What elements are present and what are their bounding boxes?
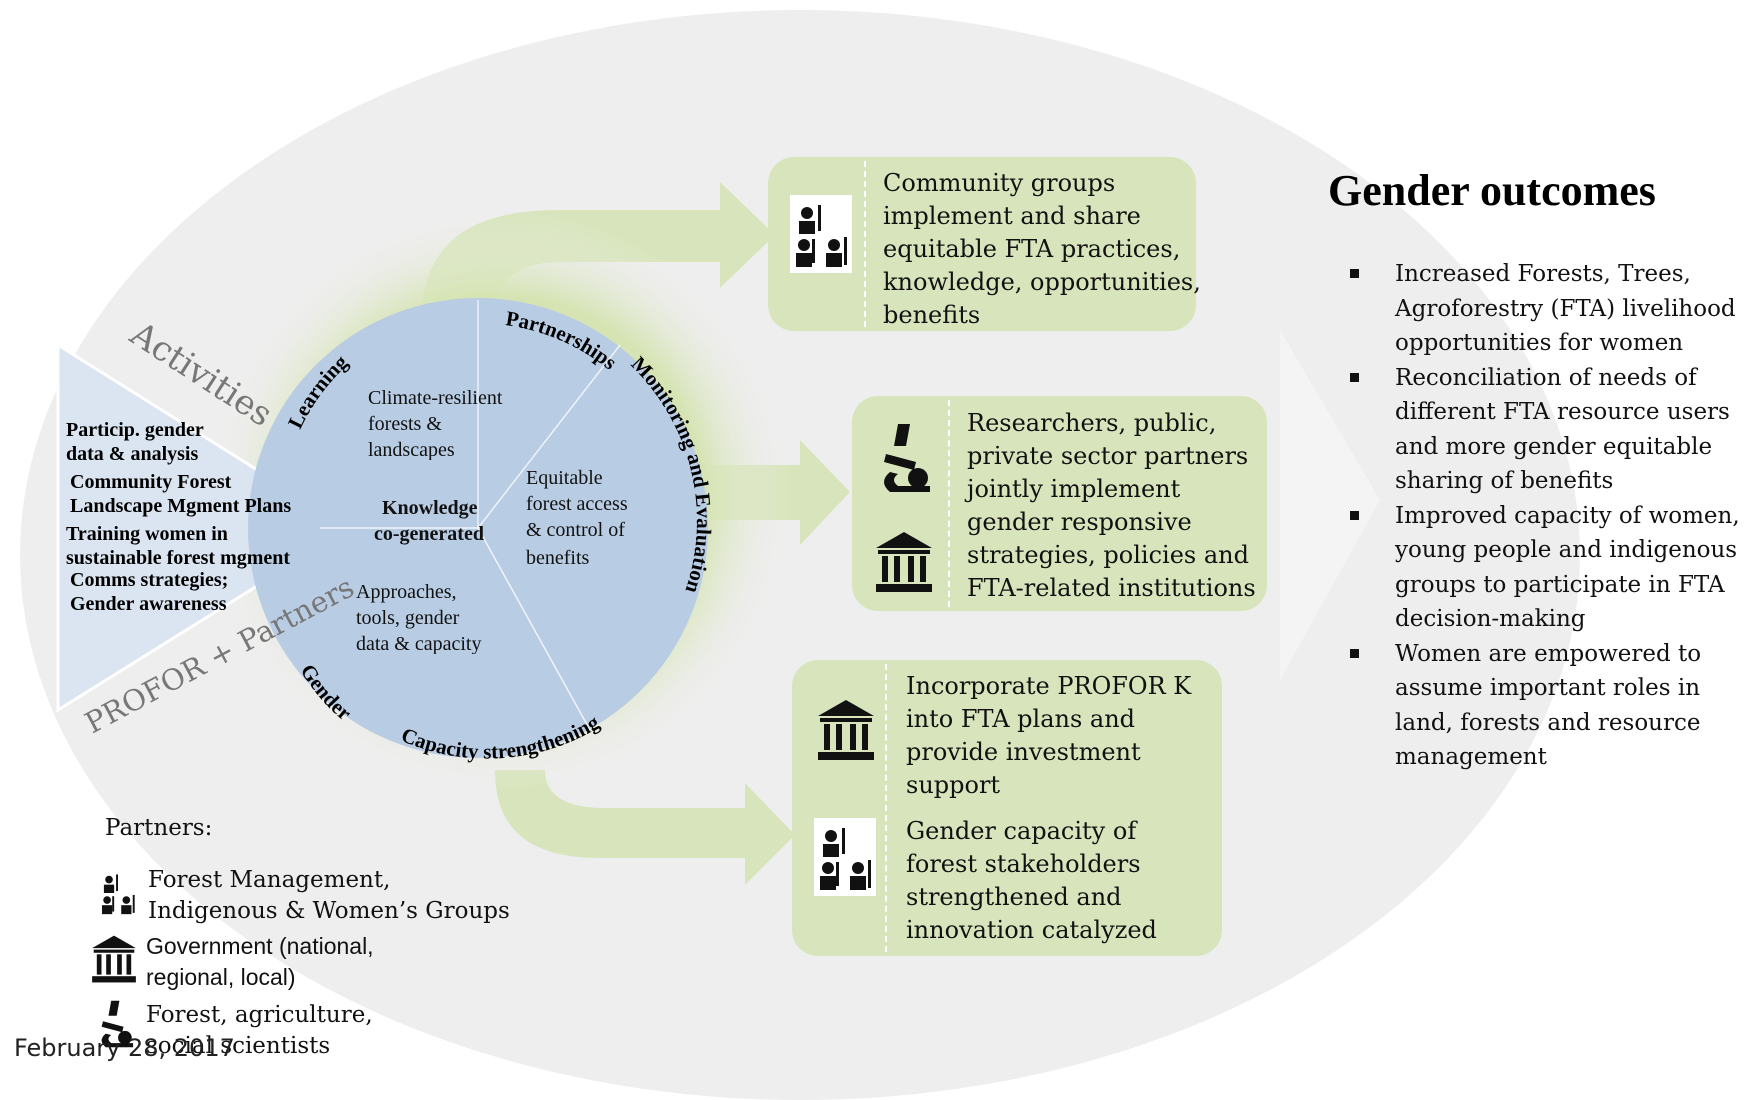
partner-legend-text: Government (national, (146, 933, 374, 959)
wheel-divider-lower-right (477, 527, 591, 731)
bullet-icon (1350, 269, 1359, 278)
outcome-box-text: Researchers, public, (967, 409, 1217, 437)
gender-outcome-item: Reconciliation of needs of different FTA… (1350, 361, 1758, 499)
outcome-box-text: provide investment (906, 738, 1141, 766)
bullet-icon (1350, 648, 1359, 658)
outcome-box-text: gender responsive (967, 508, 1192, 536)
arrow-bottom (495, 770, 795, 885)
wheel-divider-upper-right (477, 344, 621, 529)
gender-outcomes-list: Increased Forests, Trees, Agroforestry (… (1350, 257, 1758, 775)
bullet-icon (1350, 372, 1359, 382)
government-building-icon (90, 934, 138, 984)
gender-outcomes-title: Gender outcomes (1328, 166, 1656, 215)
bullet-icon (1350, 510, 1359, 520)
activity-line: Training women in (66, 523, 228, 545)
gender-outcome-item: Improved capacity of women, young people… (1350, 499, 1758, 637)
outcomes-faint-arrow (1280, 330, 1380, 680)
activity-line: data & analysis (66, 443, 199, 465)
partner-legend-text: regional, local) (146, 964, 296, 990)
outcome-box-text: knowledge, opportunities, (883, 268, 1201, 296)
activity-line: Community Forest (70, 471, 232, 493)
community-groups-icon (96, 868, 140, 918)
outcome-box-text: Community groups (883, 169, 1116, 197)
box-divider (948, 400, 950, 607)
community-groups-icon (790, 195, 852, 273)
microscope-icon (876, 420, 934, 496)
activity-line: Landscape Mgment Plans (70, 495, 292, 517)
partner-legend-text: social scientists (146, 1033, 331, 1059)
outcome-box-text: benefits (883, 301, 981, 329)
outcome-box-text: Incorporate PROFOR K (906, 672, 1192, 700)
gender-outcome-item: Women are empowered to assume important … (1350, 637, 1758, 775)
outcome-box-text: Gender capacity of (906, 817, 1137, 845)
partner-legend-text: Forest Management, (148, 867, 391, 893)
activity-line: Gender awareness (70, 593, 227, 615)
microscope-icon (96, 998, 136, 1050)
activities-triangle (56, 342, 353, 713)
partner-legend-text: Forest, agriculture, (146, 1002, 373, 1028)
gender-outcome-item: Increased Forests, Trees, Agroforestry (… (1350, 257, 1758, 361)
outcome-box-text: support (906, 771, 1001, 799)
date: February 28, 2017 (14, 1034, 235, 1062)
outcome-box-text: forest stakeholders (906, 850, 1141, 878)
outcome-box-institutions (792, 660, 1222, 956)
box-divider (885, 664, 887, 952)
community-groups-icon (814, 818, 876, 896)
activity-line: Particip. gender (66, 419, 204, 441)
activity-line: Comms strategies; (70, 569, 229, 591)
outcome-box-text: private sector partners (967, 442, 1249, 470)
outcome-box-text: innovation catalyzed (906, 916, 1157, 944)
government-building-icon (874, 530, 934, 594)
diagram-graphics: Learning Partnerships Monitoring and Eva… (56, 182, 1380, 885)
activity-line: sustainable forest mgment (66, 547, 291, 569)
outcome-box-text: strategies, policies and (967, 541, 1249, 569)
outcome-box-text: into FTA plans and (906, 705, 1136, 733)
outcome-box-text: equitable FTA practices, (883, 235, 1181, 263)
government-building-icon (816, 698, 876, 762)
outcome-box-text: strengthened and (906, 883, 1122, 911)
outcome-box-text: implement and share (883, 202, 1141, 230)
box-divider (864, 161, 866, 327)
partners-label: Partners: (105, 815, 213, 841)
outcome-box-text: jointly implement (967, 475, 1181, 503)
outcome-box-text: FTA-related institutions (967, 574, 1256, 602)
partner-legend-text: Indigenous & Women’s Groups (148, 898, 510, 924)
